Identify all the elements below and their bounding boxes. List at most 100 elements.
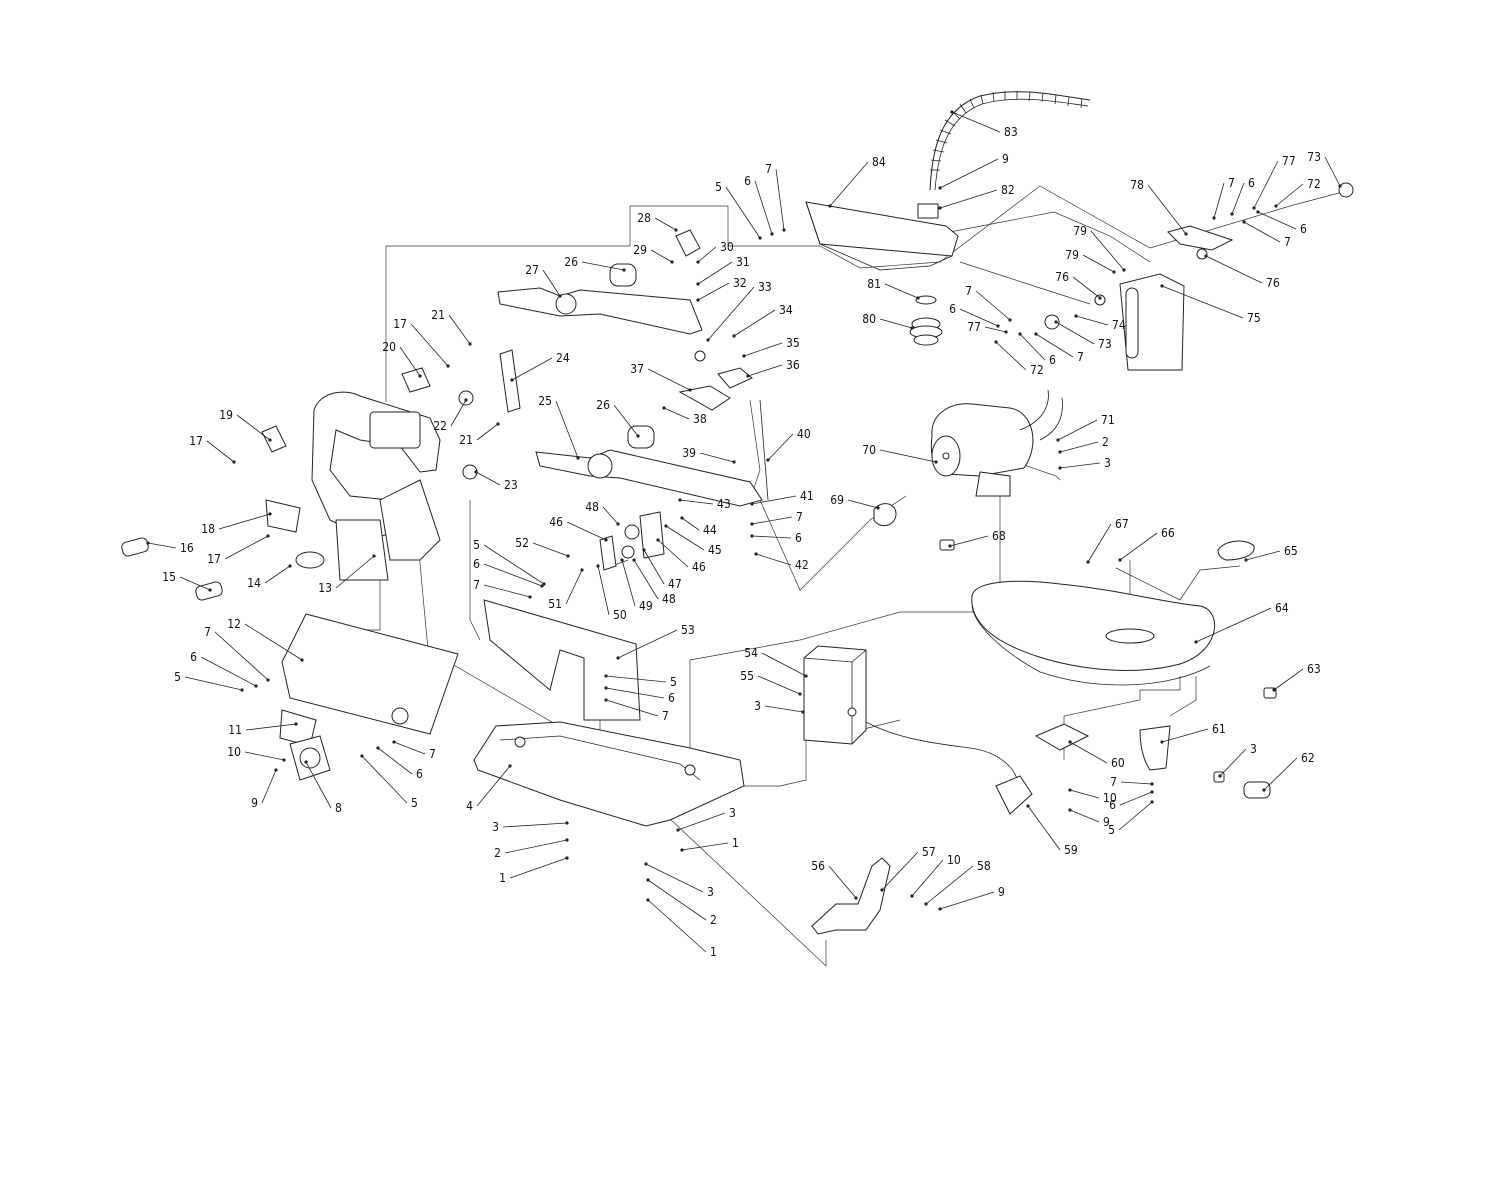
callout-anchor bbox=[732, 334, 736, 338]
callout-anchor bbox=[632, 558, 636, 562]
callout-leader bbox=[483, 563, 543, 587]
part-number-label: 57 bbox=[922, 845, 936, 859]
part-number-label: 2 bbox=[710, 913, 717, 927]
part-number-label: 11 bbox=[228, 723, 242, 737]
part-number-label: 17 bbox=[189, 434, 203, 448]
knobs-and-small-parts bbox=[121, 182, 1354, 799]
part-number-label: 7 bbox=[1228, 176, 1235, 190]
part-number-label: 29 bbox=[633, 243, 647, 257]
part-number-label: 19 bbox=[219, 408, 233, 422]
callout-leader bbox=[1019, 333, 1046, 361]
callout-leader bbox=[483, 544, 545, 585]
callout-anchor bbox=[938, 186, 942, 190]
callout-anchor bbox=[642, 548, 646, 552]
callout-anchor bbox=[528, 595, 532, 599]
part-number-label: 6 bbox=[1049, 353, 1056, 367]
callout-anchor bbox=[678, 498, 682, 502]
callout-leader bbox=[1213, 182, 1225, 219]
part-number-label: 76 bbox=[1266, 276, 1280, 290]
callout-anchor bbox=[1194, 640, 1198, 644]
callout-anchor bbox=[1272, 688, 1276, 692]
callout-leader bbox=[1035, 333, 1074, 358]
part-number-label: 70 bbox=[862, 443, 876, 457]
callout-leader bbox=[757, 675, 801, 695]
callout-leader bbox=[911, 859, 944, 897]
callout-leader bbox=[613, 404, 639, 437]
callout-leader bbox=[335, 555, 375, 589]
part-number-label: 6 bbox=[949, 302, 956, 316]
callout-leader bbox=[1087, 523, 1112, 563]
callout-anchor bbox=[1086, 560, 1090, 564]
part-number-label: 5 bbox=[411, 796, 418, 810]
callout-anchor bbox=[468, 342, 472, 346]
part-number-label: 54 bbox=[744, 646, 758, 660]
part-number-label: 10 bbox=[1103, 791, 1117, 805]
callout-anchor bbox=[1204, 254, 1208, 258]
callout-anchor bbox=[732, 460, 736, 464]
part-number-label: 31 bbox=[736, 255, 750, 269]
callout-anchor bbox=[1338, 184, 1342, 188]
callout-anchor bbox=[622, 268, 626, 272]
callout-anchor bbox=[360, 754, 364, 758]
callout-leader bbox=[1257, 211, 1297, 230]
part-number-label: 46 bbox=[692, 560, 706, 574]
part-number-label: 41 bbox=[800, 489, 814, 503]
callout-anchor bbox=[916, 296, 920, 300]
callout-leader bbox=[764, 705, 804, 713]
callout-leader bbox=[476, 423, 499, 441]
callout-anchor bbox=[1218, 774, 1222, 778]
callout-anchor bbox=[664, 524, 668, 528]
callout-anchor bbox=[596, 564, 600, 568]
side-cover bbox=[279, 613, 459, 747]
guide-lines bbox=[362, 185, 1351, 967]
callout-leader bbox=[645, 863, 704, 893]
part-number-label: 35 bbox=[786, 336, 800, 350]
callout-anchor bbox=[688, 388, 692, 392]
part-callouts: 1112223333334555555666666666667777777777… bbox=[146, 110, 1342, 959]
work-table bbox=[971, 580, 1215, 686]
callout-leader bbox=[879, 449, 937, 463]
callout-leader bbox=[147, 542, 177, 549]
part-number-label: 5 bbox=[174, 670, 181, 684]
callout-anchor bbox=[706, 338, 710, 342]
callout-leader bbox=[1069, 741, 1108, 764]
callout-leader bbox=[605, 675, 667, 683]
part-number-label: 75 bbox=[1247, 311, 1261, 325]
callout-leader bbox=[665, 525, 705, 551]
part-number-label: 83 bbox=[1004, 125, 1018, 139]
callout-leader bbox=[393, 741, 426, 755]
part-number-label: 1 bbox=[710, 945, 717, 959]
part-number-label: 9 bbox=[1103, 815, 1110, 829]
part-number-label: 17 bbox=[207, 552, 221, 566]
part-number-label: 7 bbox=[473, 578, 480, 592]
callout-anchor bbox=[1056, 438, 1060, 442]
callout-anchor bbox=[680, 516, 684, 520]
part-number-label: 30 bbox=[720, 240, 734, 254]
callout-leader bbox=[751, 495, 797, 505]
callout-anchor bbox=[996, 324, 1000, 328]
callout-leader bbox=[647, 899, 707, 953]
callout-anchor bbox=[1098, 296, 1102, 300]
flexible-air-hose bbox=[929, 91, 1091, 191]
callout-anchor bbox=[580, 568, 584, 572]
callout-leader bbox=[218, 513, 271, 530]
part-number-label: 65 bbox=[1284, 544, 1298, 558]
callout-leader bbox=[995, 341, 1027, 371]
callout-anchor bbox=[1068, 788, 1072, 792]
part-number-label: 9 bbox=[998, 885, 1005, 899]
callout-anchor bbox=[854, 896, 858, 900]
callout-leader bbox=[657, 539, 689, 568]
callout-anchor bbox=[646, 878, 650, 882]
part-number-label: 82 bbox=[1001, 183, 1015, 197]
part-number-label: 3 bbox=[707, 885, 714, 899]
part-number-label: 47 bbox=[668, 577, 682, 591]
callout-leader bbox=[751, 516, 793, 525]
callout-anchor bbox=[146, 541, 150, 545]
callout-leader bbox=[1118, 801, 1153, 831]
callout-leader bbox=[1027, 805, 1061, 851]
callout-anchor bbox=[1118, 558, 1122, 562]
part-number-label: 28 bbox=[637, 211, 651, 225]
callout-anchor bbox=[576, 456, 580, 460]
callout-anchor bbox=[801, 710, 805, 714]
frame-casting bbox=[311, 391, 441, 581]
